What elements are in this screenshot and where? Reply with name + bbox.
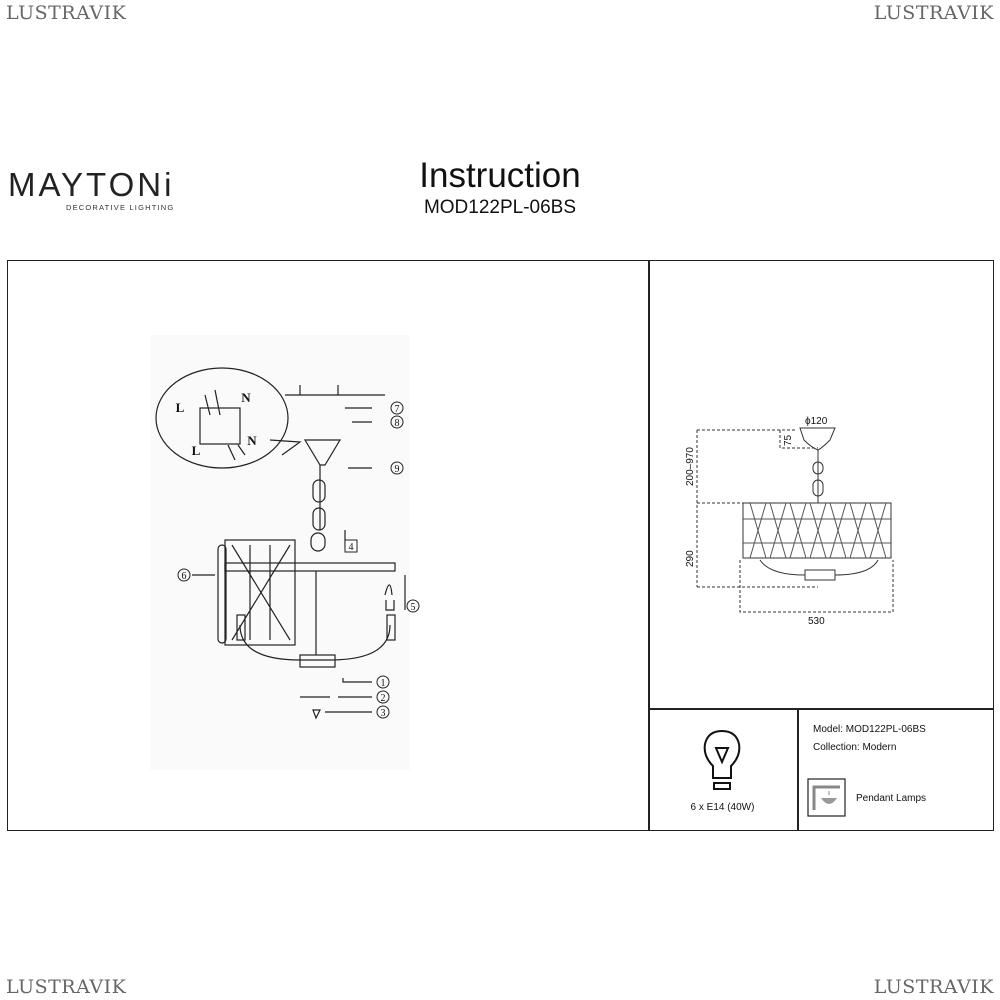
callout-1: 1 [376,675,390,689]
callout-6: 6 [177,568,191,582]
svg-text:9: 9 [395,464,400,475]
watermark-bottom-left: LUSTRAVIK [6,976,127,998]
collection-line: Collection: Modern [813,742,897,753]
dim-canopy-diameter: ϕ120 [805,416,828,427]
assembly-diagram [150,335,410,770]
callout-5: 5 [406,599,420,613]
divider [648,708,993,710]
wire-label-l: L [176,400,185,415]
bulb-spec: 6 x E14 (40W) [690,802,755,813]
wire-label-l: L [192,443,201,458]
callout-7: 7 [390,401,404,415]
pendant-lamp-icon [807,778,846,817]
svg-text:8: 8 [395,418,400,429]
svg-text:2: 2 [381,693,386,704]
dimension-labels: ϕ120 75 200–970 290 530 [685,416,828,627]
wire-label-n: N [247,433,257,448]
svg-text:6: 6 [182,571,187,582]
wire-label-n: N [241,390,251,405]
bulb-icon [703,729,741,790]
svg-text:1: 1 [381,678,386,689]
callout-3: 3 [376,705,390,719]
dim-body-height: 290 [685,550,696,567]
instruction-frame [7,260,994,831]
divider [797,708,799,831]
dim-canopy-height: 75 [783,434,794,446]
page-model: MOD122PL-06BS [423,197,577,218]
brand-tagline: DECORATIVE LIGHTING [65,203,175,212]
lamp-type: Pendant Lamps [856,793,927,804]
svg-text:3: 3 [381,708,386,719]
dimension-drawing [696,427,894,613]
watermark-top-right: LUSTRAVIK [873,2,994,24]
dim-chain-length: 200–970 [685,447,696,486]
svg-text:4: 4 [349,542,354,553]
watermark-bottom-right: LUSTRAVIK [873,976,994,998]
brand-name: MAYTONi [8,166,175,203]
callout-4: 4 [344,539,358,553]
svg-text:5: 5 [411,602,416,613]
assembly-callouts: 1 2 3 4 5 6 7 8 9 L N N L [176,390,420,719]
divider [648,260,650,831]
model-line: Model: MOD122PL-06BS [813,724,926,735]
callout-8: 8 [390,415,404,429]
wiring-detail-bubble [155,367,289,469]
callout-2: 2 [376,690,390,704]
page-title: Instruction [419,156,581,195]
watermark-top-left: LUSTRAVIK [6,2,127,24]
brand-logo: MAYTONi DECORATIVE LIGHTING [8,166,174,212]
svg-text:7: 7 [395,404,400,415]
callout-9: 9 [390,461,404,475]
dim-width: 530 [808,616,825,627]
